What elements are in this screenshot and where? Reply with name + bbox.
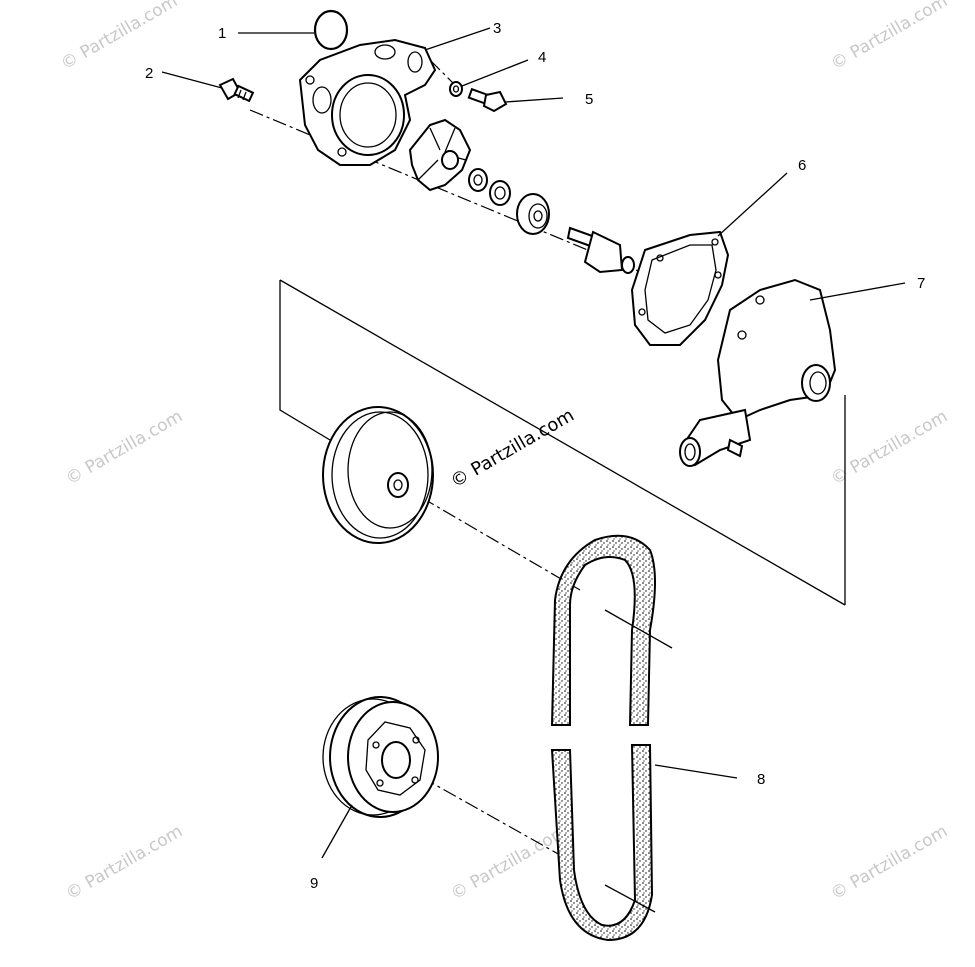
watermark-mid-left: © Partzilla.com (63, 406, 187, 489)
callout-3: 3 (493, 20, 501, 37)
watermark-center: © Partzilla.com (447, 405, 578, 493)
water-pump-pulley (322, 406, 434, 544)
crankshaft-pulley (322, 696, 439, 818)
callout-7: 7 (917, 275, 925, 292)
pump-gasket (630, 230, 730, 346)
watermarks: © Partzilla.com © Partzilla.com © Partzi… (58, 0, 952, 904)
bolt-axis-line (429, 59, 456, 86)
callout-6: 6 (798, 157, 806, 174)
o-ring (313, 9, 349, 51)
pulley-bracket-left (279, 280, 331, 441)
callout-1: 1 (218, 25, 226, 42)
watermark-top-right: © Partzilla.com (828, 0, 952, 74)
washer (449, 81, 463, 97)
seal-1 (468, 168, 488, 192)
seal-2 (489, 180, 511, 206)
drive-belt (550, 534, 656, 942)
watermark-top-left: © Partzilla.com (58, 0, 182, 74)
callout-5: 5 (585, 91, 593, 108)
impeller (408, 118, 472, 192)
cap-screw (467, 87, 508, 113)
callout-8: 8 (757, 771, 765, 788)
callout-labels: 1 2 3 4 5 6 7 8 9 (145, 20, 925, 892)
pump-shaft (566, 226, 635, 274)
pulley-bracket-diagonal (279, 279, 846, 606)
bearing (516, 193, 550, 235)
callout-9: 9 (310, 875, 318, 892)
watermark-bottom-right: © Partzilla.com (828, 821, 952, 904)
pump-cover (298, 38, 437, 166)
callout-2: 2 (145, 65, 153, 82)
leader-lines (161, 27, 906, 913)
pump-housing (679, 278, 837, 467)
watermark-bottom-center: © Partzilla.com (448, 821, 572, 904)
watermark-mid-right: © Partzilla.com (828, 406, 952, 489)
callout-4: 4 (538, 49, 546, 66)
pulley-belt-axis-line (399, 484, 581, 591)
drain-bolt (218, 77, 255, 103)
watermark-bottom-left: © Partzilla.com (63, 821, 187, 904)
